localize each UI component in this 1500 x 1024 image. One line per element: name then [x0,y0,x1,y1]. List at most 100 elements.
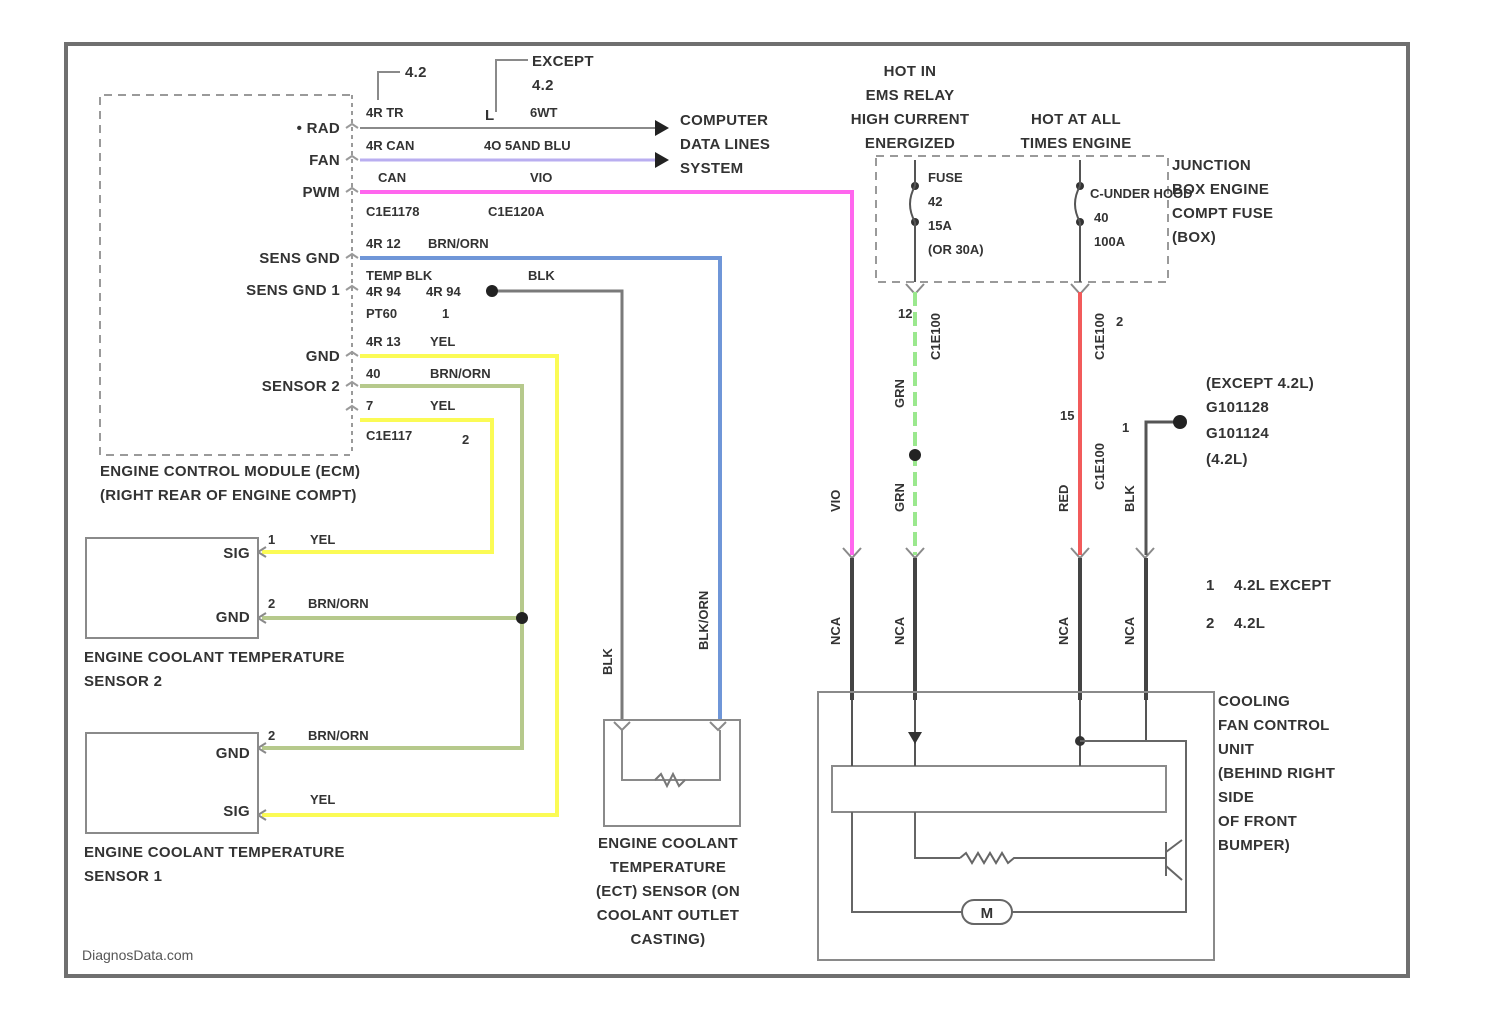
svg-text:100A: 100A [1094,234,1126,249]
svg-text:2: 2 [1206,615,1215,632]
svg-text:C1E1178: C1E1178 [366,204,420,219]
pin-sens-gnd-1: SENS GND 1 [246,282,340,299]
svg-text:FAN CONTROL: FAN CONTROL [1218,717,1330,734]
svg-text:BLK: BLK [1122,485,1137,512]
pin-gnd: GND [306,348,340,365]
svg-text:GND: GND [216,609,250,626]
svg-text:1: 1 [442,306,449,321]
svg-text:G101128: G101128 [1206,399,1269,416]
svg-text:YEL: YEL [310,532,335,547]
svg-text:C1E100: C1E100 [928,313,943,360]
svg-text:7: 7 [366,398,373,413]
svg-text:NCA: NCA [828,616,843,645]
svg-text:BLK: BLK [600,648,615,675]
svg-text:NCA: NCA [892,616,907,645]
svg-text:(4.2L): (4.2L) [1206,451,1248,468]
svg-text:HIGH CURRENT: HIGH CURRENT [851,111,970,128]
svg-text:2: 2 [462,432,469,447]
svg-text:TEMPERATURE: TEMPERATURE [610,859,726,876]
svg-text:TEMP BLK: TEMP BLK [366,268,433,283]
svg-text:HOT AT ALL: HOT AT ALL [1031,111,1121,128]
svg-text:C1E120A: C1E120A [488,204,545,219]
svg-text:4.2L: 4.2L [1234,615,1265,632]
svg-text:ENGINE COOLANT: ENGINE COOLANT [598,835,738,852]
svg-text:FUSE: FUSE [928,170,963,185]
svg-text:15: 15 [1060,408,1074,423]
pin-sens-gnd: SENS GND [259,250,340,267]
svg-text:2: 2 [268,728,275,743]
svg-text:C1E100: C1E100 [1092,313,1107,360]
svg-text:COMPT FUSE: COMPT FUSE [1172,205,1273,222]
svg-text:SYSTEM: SYSTEM [680,160,743,177]
svg-text:TIMES ENGINE: TIMES ENGINE [1020,135,1131,152]
svg-text:COMPUTER: COMPUTER [680,112,768,129]
svg-text:VIO: VIO [828,490,843,512]
svg-text:4R 12: 4R 12 [366,236,401,251]
svg-text:12: 12 [898,306,912,321]
svg-text:1: 1 [1206,577,1215,594]
svg-text:DATA LINES: DATA LINES [680,136,770,153]
svg-text:C1E117: C1E117 [366,428,412,443]
svg-text:JUNCTION: JUNCTION [1172,157,1251,174]
svg-text:ENGINE CONTROL MODULE (ECM): ENGINE CONTROL MODULE (ECM) [100,463,360,480]
svg-text:RED: RED [1056,485,1071,512]
pin-fan: FAN [309,152,340,169]
watermark: DiagnosData.com [82,947,193,963]
svg-text:PT60: PT60 [366,306,397,321]
svg-text:2: 2 [268,596,275,611]
callout-4-2: 4.2 [405,64,427,81]
svg-text:4R CAN: 4R CAN [366,138,414,153]
svg-text:SENSOR 1: SENSOR 1 [84,868,162,885]
svg-text:15A: 15A [928,218,952,233]
pin-pwm: PWM [302,184,340,201]
svg-text:SIG: SIG [223,545,250,562]
svg-text:2: 2 [1116,314,1123,329]
svg-text:6WT: 6WT [530,105,558,120]
svg-text:4R TR: 4R TR [366,105,404,120]
svg-text:BOX ENGINE: BOX ENGINE [1172,181,1269,198]
svg-text:1: 1 [268,532,275,547]
svg-text:BLK: BLK [528,268,555,283]
svg-text:YEL: YEL [430,334,455,349]
svg-text:42: 42 [928,194,942,209]
svg-text:(OR 30A): (OR 30A) [928,242,984,257]
svg-text:NCA: NCA [1056,616,1071,645]
svg-text:HOT IN: HOT IN [884,63,937,80]
callout-except: EXCEPT [532,53,594,70]
svg-text:(RIGHT REAR OF ENGINE COMPT): (RIGHT REAR OF ENGINE COMPT) [100,487,357,504]
svg-text:ENGINE COOLANT TEMPERATURE: ENGINE COOLANT TEMPERATURE [84,649,345,666]
fan-motor-label: M [981,905,994,922]
svg-text:BRN/ORN: BRN/ORN [308,596,369,611]
svg-text:COOLING: COOLING [1218,693,1290,710]
svg-text:VIO: VIO [530,170,552,185]
svg-text:4R 94: 4R 94 [426,284,461,299]
svg-text:40: 40 [366,366,380,381]
svg-text:YEL: YEL [310,792,335,807]
svg-text:(BEHIND RIGHT: (BEHIND RIGHT [1218,765,1335,782]
svg-text:CAN: CAN [378,170,406,185]
splice-dot [486,285,498,297]
svg-text:BRN/ORN: BRN/ORN [428,236,489,251]
ground-point [1173,415,1187,429]
svg-text:GRN: GRN [892,483,907,512]
svg-text:SIG: SIG [223,803,250,820]
svg-text:ENGINE COOLANT TEMPERATURE: ENGINE COOLANT TEMPERATURE [84,844,345,861]
svg-text:GRN: GRN [892,379,907,408]
svg-text:GND: GND [216,745,250,762]
svg-text:YEL: YEL [430,398,455,413]
svg-text:COOLANT OUTLET: COOLANT OUTLET [597,907,740,924]
svg-text:BRN/ORN: BRN/ORN [308,728,369,743]
svg-text:UNIT: UNIT [1218,741,1254,758]
svg-text:OF FRONT: OF FRONT [1218,813,1297,830]
svg-text:4.2L EXCEPT: 4.2L EXCEPT [1234,577,1331,594]
green-splice [909,449,921,461]
svg-text:SIDE: SIDE [1218,789,1254,806]
svg-text:C1E100: C1E100 [1092,443,1107,490]
svg-text:NCA: NCA [1122,616,1137,645]
svg-text:4R 13: 4R 13 [366,334,401,349]
svg-text:CASTING): CASTING) [631,931,706,948]
callout-l: L [485,107,494,124]
svg-text:1: 1 [1122,420,1129,435]
svg-text:EMS RELAY: EMS RELAY [866,87,955,104]
